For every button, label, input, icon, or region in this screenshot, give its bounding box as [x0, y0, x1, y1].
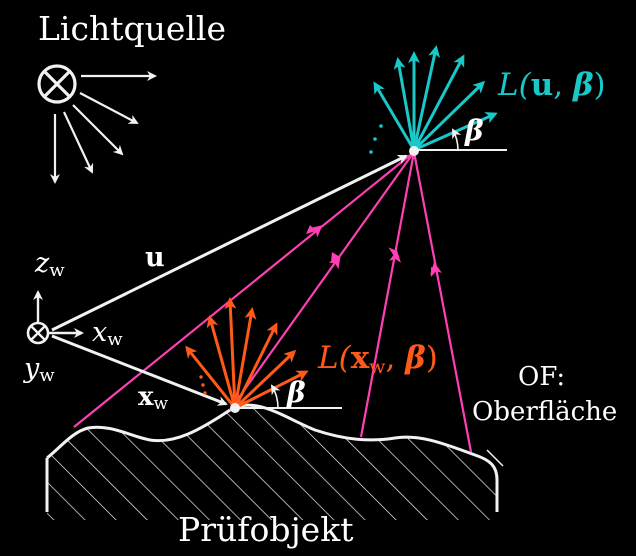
light-source-label: Lichtquelle — [38, 9, 226, 48]
point-u — [409, 146, 419, 156]
surface-curve — [46, 403, 499, 481]
axis-y-label: yw — [23, 353, 55, 386]
radiance-fan-xw — [185, 297, 309, 410]
vector-xw-label: xw — [138, 382, 169, 414]
magenta-arrowheads — [306, 225, 438, 277]
of-label: OF: — [518, 362, 565, 392]
radiance-xw-label: L(xw, β) — [317, 340, 438, 378]
surface-pointer — [486, 449, 504, 467]
dots-xw — [199, 375, 207, 395]
magenta-rays — [73, 151, 473, 453]
axis-x-label: xw — [92, 317, 123, 350]
angle-arc-xw — [270, 384, 281, 409]
axis-z-label: zw — [34, 248, 65, 281]
beta-label-bottom: β — [286, 376, 306, 409]
vector-u — [51, 154, 408, 332]
radiance-u-label: L(u, β) — [497, 67, 606, 103]
dots-u — [369, 124, 383, 154]
magenta-arrow-markers — [299, 225, 442, 281]
point-xw — [230, 403, 240, 413]
vector-xw — [51, 334, 228, 406]
vector-u-label: u — [145, 242, 165, 273]
beta-label-top: β — [464, 114, 484, 147]
radiance-fan-u — [373, 45, 498, 152]
light-source-symbol — [37, 64, 77, 104]
coordinate-origin-symbol — [26, 321, 50, 345]
surface-label: Oberfläche — [472, 397, 617, 427]
test-object-label: Prüfobjekt — [178, 510, 353, 549]
angle-arc-u — [452, 128, 462, 151]
light-source-rays — [50, 71, 157, 184]
